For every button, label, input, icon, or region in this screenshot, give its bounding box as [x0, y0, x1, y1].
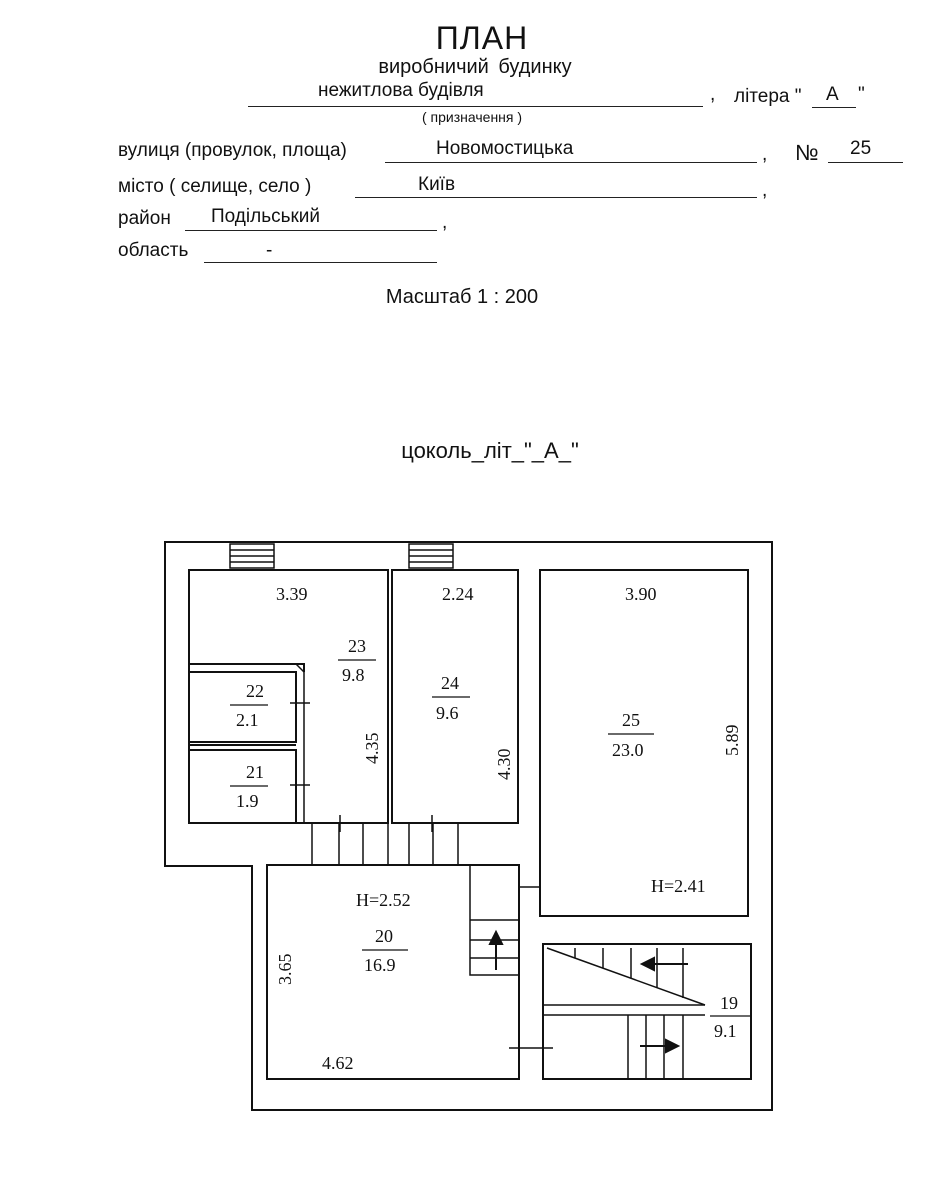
litera-value: А — [826, 84, 839, 105]
room-24-area: 9.6 — [436, 703, 459, 723]
room-23-number: 23 — [348, 636, 366, 656]
region-underline — [204, 262, 437, 263]
litera-label: літера " — [734, 86, 802, 107]
street-comma: , — [762, 144, 768, 165]
district-comma: , — [442, 212, 448, 233]
purpose-caption: ( призначення ) — [422, 109, 523, 125]
room-23-length: 4.35 — [362, 733, 382, 765]
room-24-outline — [391, 569, 519, 824]
room-20-width: 4.62 — [322, 1053, 354, 1073]
room-21-outline — [189, 744, 297, 823]
litera-close: " — [858, 84, 865, 105]
room-20-area: 16.9 — [364, 955, 396, 975]
street-underline — [385, 162, 757, 163]
room-25-height: H=2.41 — [651, 876, 706, 896]
purpose-underline — [248, 106, 703, 107]
district-underline — [185, 230, 437, 231]
number-label: № — [795, 140, 819, 165]
top-stairs-right — [408, 543, 454, 569]
number-value: 25 — [850, 138, 872, 159]
room-23-area: 9.8 — [342, 665, 365, 685]
scale-label: Масштаб 1 : 200 — [385, 286, 539, 308]
floor-label: цоколь_літ_"_А_" — [401, 438, 579, 463]
district-value: Подільський — [211, 206, 321, 227]
room-25-number: 25 — [622, 710, 640, 730]
city-value: Київ — [418, 174, 456, 195]
room-25-outline — [539, 569, 749, 917]
room-21-number: 21 — [246, 762, 264, 782]
purpose-value: нежитлова будівля — [318, 80, 484, 101]
room-19-number: 19 — [720, 993, 738, 1013]
plan-title: ПЛАН — [435, 20, 529, 56]
room-25-width: 3.90 — [625, 584, 657, 604]
room-24-width: 2.24 — [442, 584, 474, 604]
city-label: місто ( селище, село ) — [118, 176, 312, 197]
room-23-width: 3.39 — [276, 584, 308, 604]
street-label: вулиця (провулок, площа) — [118, 140, 347, 161]
litera-underline — [812, 107, 856, 108]
purpose-comma: , — [710, 84, 716, 105]
city-underline — [355, 197, 757, 198]
room-22-area: 2.1 — [236, 710, 259, 730]
room-25-area: 23.0 — [612, 740, 644, 760]
building-type: виробничий будинку — [378, 56, 572, 78]
fraction-bars — [230, 659, 750, 1017]
room-21-area: 1.9 — [236, 791, 259, 811]
room-25-length: 5.89 — [722, 725, 742, 757]
stair-block-20 — [469, 865, 520, 976]
street-value: Новомостицька — [436, 138, 574, 159]
outer-wall — [164, 541, 773, 1111]
right-arrow-icon — [640, 1038, 681, 1054]
city-comma: , — [762, 180, 768, 201]
room-22-outline — [189, 663, 305, 751]
top-stairs-left — [229, 543, 275, 569]
room-20-height: H=2.52 — [356, 890, 411, 910]
stair-block-19 — [543, 947, 706, 1079]
room-24-length: 4.30 — [494, 749, 514, 781]
region-label: область — [118, 240, 189, 261]
region-value: - — [266, 240, 273, 261]
district-label: район — [118, 208, 171, 229]
room-24-number: 24 — [441, 673, 459, 693]
up-arrow-icon — [488, 929, 504, 970]
room-19-area: 9.1 — [714, 1021, 737, 1041]
room-20-length: 3.65 — [275, 954, 295, 986]
room-22-number: 22 — [246, 681, 264, 701]
room-23-outline — [188, 569, 389, 824]
left-arrow-icon — [639, 956, 688, 972]
room-19-outline — [542, 943, 752, 1080]
room-20-number: 20 — [375, 926, 393, 946]
corridor-steps — [311, 815, 459, 865]
number-underline — [828, 162, 903, 163]
